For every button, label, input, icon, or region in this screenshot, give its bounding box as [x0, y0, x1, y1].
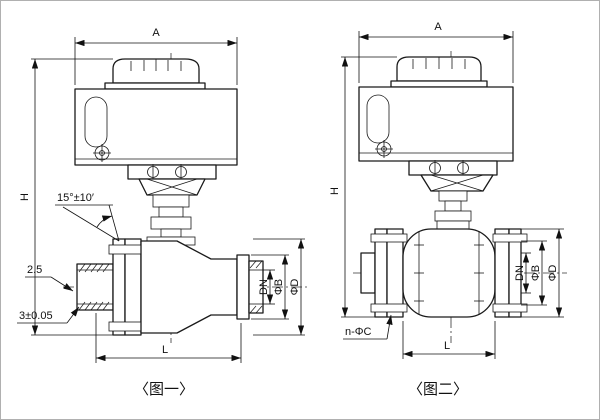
figure2-dimensions: A H n-ΦC DN ΦB ΦD — [329, 21, 564, 359]
flange-bolt — [108, 321, 146, 332]
flange-bolt — [492, 303, 528, 313]
figure1-actuator — [74, 58, 238, 246]
mounting-plate — [408, 160, 498, 176]
mounting-plate — [127, 164, 217, 180]
dim-H-label: H — [19, 193, 31, 201]
tolerance-label: 3±0.05 — [19, 310, 53, 322]
dim-phiD-label: ΦD — [547, 265, 559, 282]
figure2-valve-body — [360, 228, 528, 318]
bolt-holes-label: n-ΦC — [345, 326, 372, 338]
flange-bolt — [108, 244, 146, 255]
stub-thread-hatch — [78, 263, 110, 311]
dim-DN-label: DN — [258, 279, 270, 295]
figure1-dimensions: A H 15°±10′ 2.5 3±0.05 DN — [17, 27, 305, 363]
stem-gland — [434, 190, 472, 230]
actuator-cap-ribs — [130, 59, 182, 71]
gap-label: 2.5 — [27, 264, 42, 276]
flange-bolt — [370, 303, 408, 313]
dim-phiD-label: ΦD — [289, 279, 301, 296]
figure2: A H n-ΦC DN ΦB ΦD — [329, 21, 567, 398]
flange-bolt — [492, 233, 528, 243]
figure1-valve-body — [76, 238, 264, 336]
mounting-bolts — [429, 160, 469, 176]
flange-bolt — [370, 233, 408, 243]
flange-plate — [508, 228, 522, 318]
dim-A-label: A — [152, 27, 160, 39]
figure2-caption: 〈图二〉 — [408, 381, 468, 398]
body-seam-bolts — [414, 244, 484, 302]
pipe-thread-hatch — [249, 260, 263, 314]
dim-H-label: H — [329, 187, 341, 195]
actuator-cap-ribs — [412, 57, 466, 69]
manual-override-knob — [93, 144, 111, 162]
mounting-bolts — [147, 164, 187, 180]
figure1: A H 15°±10′ 2.5 3±0.05 DN — [17, 27, 307, 398]
actuator-handle-slot — [84, 96, 108, 148]
stem-gland — [146, 194, 196, 246]
union-collar — [236, 254, 250, 320]
dim-L-label: L — [444, 340, 450, 352]
dim-A-label: A — [434, 21, 442, 33]
actuator-handle-slot — [366, 94, 390, 144]
figure1-caption: 〈图一〉 — [134, 381, 194, 398]
angle-label: 15°±10′ — [57, 192, 94, 204]
figure2-actuator — [358, 56, 514, 230]
dim-DN-label: DN — [514, 265, 526, 281]
inlet-stub — [360, 252, 376, 294]
dim-phiB-label: ΦB — [530, 265, 542, 281]
threaded-stub — [76, 263, 114, 311]
dim-L-label: L — [162, 344, 168, 356]
manual-override-knob — [375, 140, 393, 158]
dim-phiB-label: ΦB — [273, 279, 285, 295]
